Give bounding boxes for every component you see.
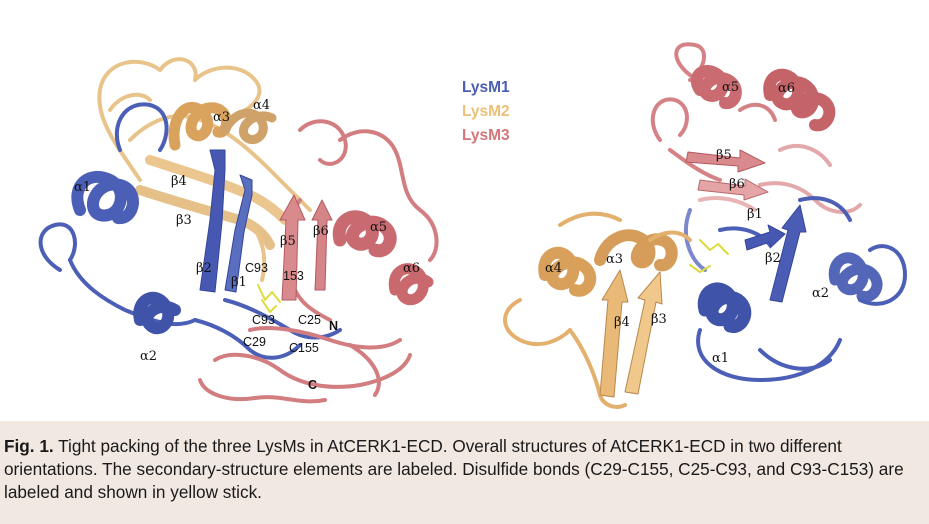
right-structure: α1 α2 α3 α4 α5 α6 β1 β2 β3 β4 β5 β6 bbox=[503, 42, 907, 409]
figure-caption-text: Tight packing of the three LysMs in AtCE… bbox=[4, 436, 904, 502]
right-label-alpha3: α3 bbox=[606, 252, 623, 267]
right-label-alpha2: α2 bbox=[812, 286, 829, 301]
left-label-beta2: β2 bbox=[196, 261, 212, 276]
left-label-beta5: β5 bbox=[280, 234, 296, 249]
left-label-c155: C155 bbox=[289, 341, 319, 355]
left-label-alpha5: α5 bbox=[370, 220, 387, 235]
right-beta34-strands bbox=[599, 269, 663, 398]
left-label-beta6: β6 bbox=[313, 224, 329, 239]
right-labels: α1 α2 α3 α4 α5 α6 β1 β2 β3 β4 β5 β6 bbox=[545, 80, 829, 366]
protein-structure-figure: α1 α2 α3 α4 α5 α6 β1 β2 β3 β4 β5 β6 C93 … bbox=[38, 42, 907, 409]
right-disulfide-sticks bbox=[689, 239, 729, 273]
right-label-beta3: β3 bbox=[651, 312, 667, 327]
left-label-alpha2: α2 bbox=[140, 349, 157, 364]
right-lysm3-ribbon bbox=[650, 42, 862, 214]
right-label-alpha5: α5 bbox=[722, 80, 739, 95]
left-beta2-strand bbox=[199, 149, 253, 293]
right-lysm2-ribbon bbox=[503, 211, 692, 409]
left-label-beta3: β3 bbox=[176, 213, 192, 228]
legend-lysm1: LysM1 bbox=[462, 79, 510, 96]
left-label-c29: C29 bbox=[243, 335, 266, 349]
legend: LysM1 LysM2 LysM3 bbox=[462, 79, 510, 144]
right-label-alpha4: α4 bbox=[545, 261, 562, 276]
left-label-alpha3: α3 bbox=[213, 110, 230, 125]
left-label-c93-bottom: C93 bbox=[252, 313, 275, 327]
left-lysm3-ribbon bbox=[198, 119, 439, 404]
left-label-beta4: β4 bbox=[171, 174, 187, 189]
left-lysm2-ribbon bbox=[97, 57, 312, 282]
left-disulfide-sticks bbox=[257, 284, 281, 313]
left-labels: α1 α2 α3 α4 α5 α6 β1 β2 β3 β4 β5 β6 C93 … bbox=[74, 98, 420, 392]
figure-label: Fig. 1. bbox=[4, 436, 54, 456]
right-label-beta4: β4 bbox=[614, 315, 630, 330]
left-label-n-terminus: N bbox=[329, 319, 338, 333]
right-label-beta2: β2 bbox=[765, 251, 781, 266]
left-label-153: 153 bbox=[283, 269, 304, 283]
legend-lysm3: LysM3 bbox=[462, 127, 510, 144]
figure-caption: Fig. 1. Tight packing of the three LysMs… bbox=[4, 435, 919, 504]
right-beta56-strands bbox=[685, 149, 769, 201]
left-label-c93-top: C93 bbox=[245, 261, 268, 275]
left-label-alpha4: α4 bbox=[253, 98, 270, 113]
right-label-beta1: β1 bbox=[747, 207, 763, 222]
left-structure: α1 α2 α3 α4 α5 α6 β1 β2 β3 β4 β5 β6 C93 … bbox=[38, 57, 439, 404]
right-label-alpha1: α1 bbox=[712, 351, 729, 366]
left-lysm2-helices bbox=[168, 102, 277, 151]
legend-lysm2: LysM2 bbox=[462, 103, 510, 120]
left-label-c-terminus: C bbox=[308, 378, 317, 392]
right-label-alpha6: α6 bbox=[778, 81, 795, 96]
right-label-beta5: β5 bbox=[716, 148, 732, 163]
right-label-beta6: β6 bbox=[729, 177, 745, 192]
right-beta12-strands bbox=[744, 204, 807, 303]
left-label-c25: C25 bbox=[298, 313, 321, 327]
left-label-alpha6: α6 bbox=[403, 261, 420, 276]
caption-block: Fig. 1. Tight packing of the three LysMs… bbox=[0, 421, 929, 524]
left-label-beta1: β1 bbox=[231, 275, 247, 290]
figure-panel: α1 α2 α3 α4 α5 α6 β1 β2 β3 β4 β5 β6 C93 … bbox=[38, 42, 907, 409]
left-beta56-strands bbox=[279, 194, 333, 301]
left-label-alpha1: α1 bbox=[74, 180, 91, 195]
